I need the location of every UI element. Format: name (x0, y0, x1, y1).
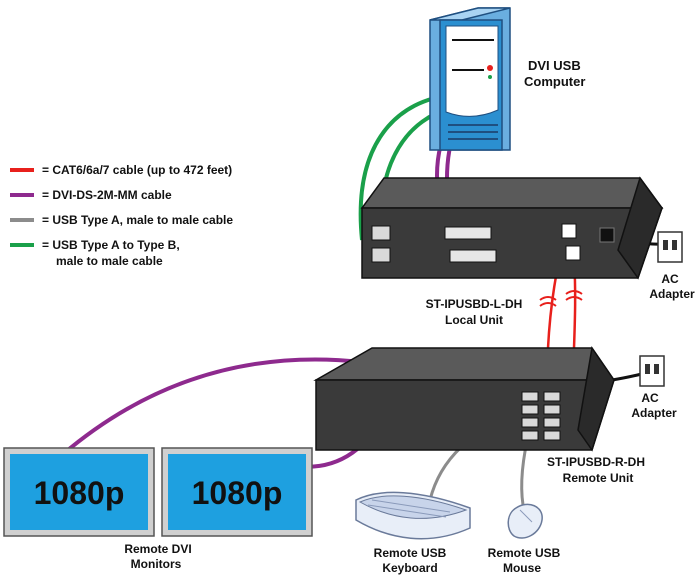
cable-break-mark-1 (539, 296, 557, 307)
legend-text-usba: = USB Type A, male to male cable (42, 213, 233, 227)
remote-port-1 (521, 391, 539, 402)
local-unit-label-2: Local Unit (445, 313, 503, 327)
legend: = CAT6/6a/7 cable (up to 472 feet) = DVI… (10, 163, 233, 268)
remote-unit-front (315, 379, 616, 451)
computer-panel (445, 25, 499, 117)
remote-port-6 (543, 417, 561, 428)
purple-dvi-monitor-cable-1 (60, 357, 363, 457)
ac-remote-label-2: Adapter (631, 406, 677, 420)
ac-local-label-2: Adapter (649, 287, 695, 301)
local-unit-chassis (360, 176, 664, 280)
monitor-2-resolution: 1080p (192, 475, 283, 511)
remote-port-4 (543, 404, 561, 415)
remote-unit-label-2: Remote Unit (563, 471, 634, 485)
status-led-icon (488, 75, 492, 79)
ac-adapter-local-icon (657, 231, 683, 263)
keyboard-label-1: Remote USB (374, 546, 447, 560)
remote-unit-label-1: ST-IPUSBD-R-DH (547, 455, 645, 469)
mouse-icon (507, 503, 543, 539)
monitor-2-icon (161, 447, 313, 537)
remote-port-2 (543, 391, 561, 402)
local-rj45-port-1 (561, 223, 577, 239)
remote-port-8 (543, 430, 561, 441)
legend-text-cat: = CAT6/6a/7 cable (up to 472 feet) (42, 163, 232, 177)
remote-unit-ports (521, 391, 561, 441)
power-led-icon (487, 65, 493, 71)
cable-break-mark-2 (565, 290, 583, 301)
local-unit-ports (371, 223, 615, 263)
remote-unit-chassis (313, 346, 616, 452)
ac-remote-label-1: AC (641, 391, 659, 405)
local-dvi-port-1 (444, 226, 492, 240)
monitor-1-resolution: 1080p (34, 475, 125, 511)
local-unit-label-1: ST-IPUSBD-L-DH (426, 297, 523, 311)
legend-text-usbab-2: male to male cable (56, 254, 163, 268)
ac-local-label-1: AC (661, 272, 679, 286)
computer-tower-icon (429, 7, 511, 151)
local-unit-side (617, 176, 663, 280)
local-power-jack (599, 227, 615, 243)
remote-unit-top (313, 347, 616, 381)
local-usb-port-2 (371, 247, 391, 263)
monitor-1-icon (3, 447, 155, 537)
monitors-label-2: Monitors (131, 557, 182, 571)
legend-text-usbab: = USB Type A to Type B, (42, 238, 180, 252)
local-usb-port-1 (371, 225, 391, 241)
ac-adapter-remote-icon (639, 355, 665, 387)
mouse-label-2: Mouse (503, 561, 541, 575)
local-unit-front (361, 207, 664, 279)
keyboard-icon (355, 491, 471, 540)
keyboard-row-2 (367, 504, 447, 518)
local-dvi-port-2 (449, 249, 497, 263)
keyboard-row-1 (371, 499, 451, 513)
local-unit-top (360, 177, 664, 209)
monitors-label-1: Remote DVI (124, 542, 191, 556)
keyboard-label-2: Keyboard (382, 561, 437, 575)
local-rj45-port-2 (565, 245, 581, 261)
remote-unit-side (577, 346, 615, 452)
computer-label-1: DVI USB (528, 58, 581, 73)
mouse-label-1: Remote USB (488, 546, 561, 560)
computer-label-2: Computer (524, 74, 585, 89)
remote-port-7 (521, 430, 539, 441)
legend-text-dvi: = DVI-DS-2M-MM cable (42, 188, 172, 202)
remote-port-5 (521, 417, 539, 428)
remote-port-3 (521, 404, 539, 415)
